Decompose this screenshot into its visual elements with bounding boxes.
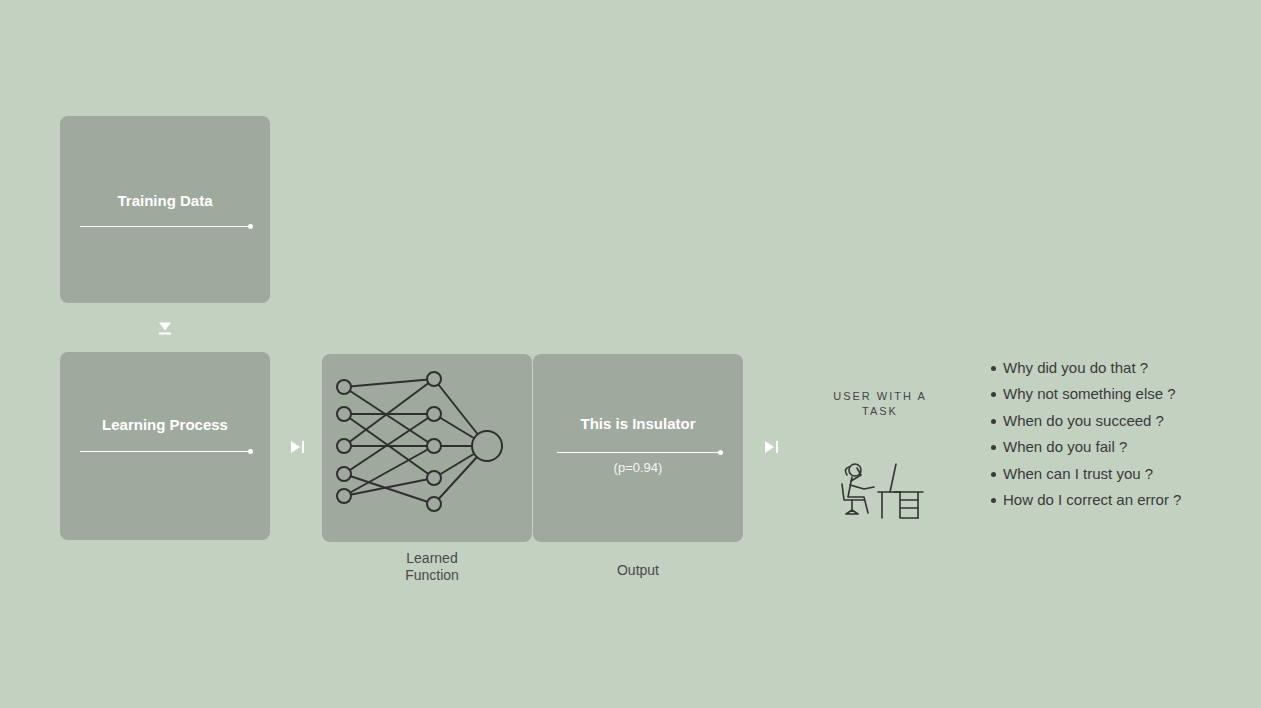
step-connector bbox=[270, 441, 322, 453]
text-slot: Training Data bbox=[60, 192, 270, 210]
neural-network-illustration bbox=[322, 354, 532, 542]
box-title: Learning Process bbox=[102, 416, 228, 434]
bullet-dot bbox=[991, 366, 996, 371]
box-title: This is Insulator bbox=[580, 415, 695, 433]
text-underline bbox=[557, 452, 720, 453]
label-slot: How do I correct an error ? bbox=[1003, 491, 1253, 509]
label-slot: USER WITH A TASK bbox=[820, 389, 940, 419]
text-slot: Learned Function bbox=[382, 550, 482, 584]
bullet-dot bbox=[991, 419, 996, 424]
text-underline bbox=[80, 226, 250, 227]
question-item: When do you fail ? bbox=[1003, 438, 1127, 456]
process-box: Learning Process bbox=[60, 352, 270, 540]
label-slot: Why did you do that ? bbox=[1003, 359, 1253, 377]
text-slot: Learning Process bbox=[60, 416, 270, 434]
label-slot: Why not something else ? bbox=[1003, 385, 1253, 403]
user-label: USER WITH A TASK bbox=[820, 389, 940, 419]
text-slot: Output bbox=[573, 561, 703, 579]
next-step-icon bbox=[765, 441, 778, 453]
text-underline bbox=[80, 451, 250, 452]
label-slot: When do you succeed ? bbox=[1003, 412, 1253, 430]
underline-end-dot bbox=[718, 450, 723, 455]
step-connector bbox=[159, 303, 171, 352]
question-item: When can I trust you ? bbox=[1003, 465, 1153, 483]
bullet-dot bbox=[991, 445, 996, 450]
bullet-dot bbox=[991, 498, 996, 503]
box-caption: Output bbox=[617, 562, 659, 579]
question-item: How do I correct an error ? bbox=[1003, 491, 1181, 509]
bullet-dot bbox=[991, 472, 996, 477]
output-box: This is Insulator(p=0.94)Output bbox=[533, 354, 743, 542]
text-slot: (p=0.94) bbox=[533, 458, 743, 476]
function-box: Learned Function bbox=[322, 354, 532, 542]
underline-end-dot bbox=[248, 449, 253, 454]
question-item: Why not something else ? bbox=[1003, 385, 1176, 403]
process-box: Training Data bbox=[60, 116, 270, 303]
probability-value: (p=0.94) bbox=[614, 460, 663, 476]
box-title: Training Data bbox=[117, 192, 212, 210]
bullet-dot bbox=[991, 392, 996, 397]
user-at-desk-illustration bbox=[842, 464, 923, 518]
question-item: Why did you do that ? bbox=[1003, 359, 1148, 377]
text-slot: This is Insulator bbox=[533, 415, 743, 433]
question-item: When do you succeed ? bbox=[1003, 412, 1164, 430]
label-slot: When can I trust you ? bbox=[1003, 465, 1253, 483]
box-caption: Learned Function bbox=[382, 550, 482, 584]
underline-end-dot bbox=[248, 224, 253, 229]
label-slot: When do you fail ? bbox=[1003, 438, 1253, 456]
